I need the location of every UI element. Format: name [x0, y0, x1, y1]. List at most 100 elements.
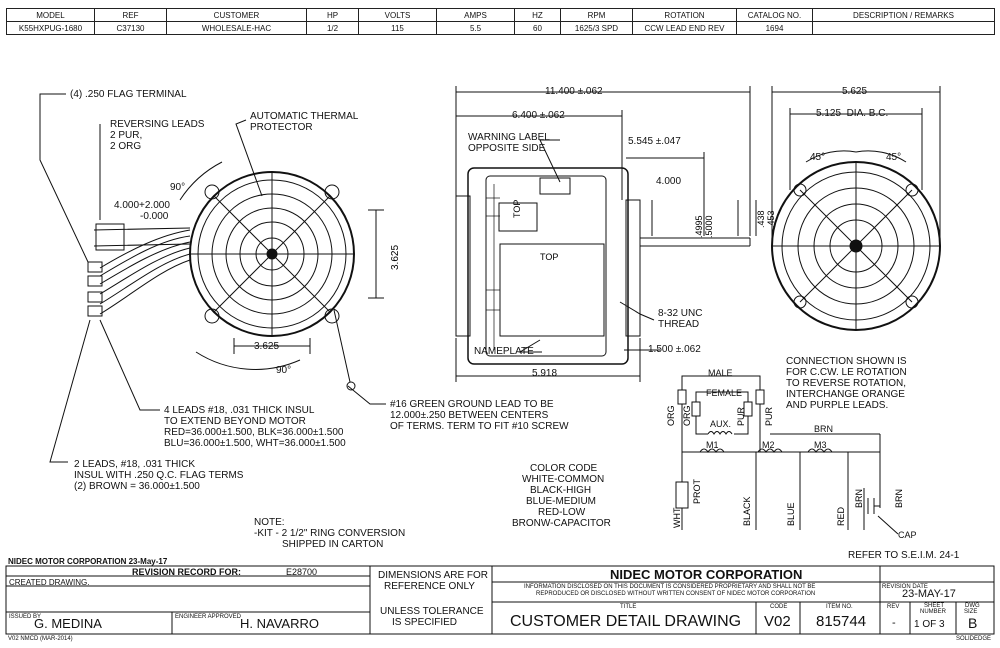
wire-m1: M1: [706, 440, 719, 450]
dim-5918: 5.918: [532, 368, 558, 379]
wire-org-1: ORG: [666, 405, 676, 426]
dims-reference-1: DIMENSIONS ARE FOR: [378, 570, 489, 581]
wiring-diagram: [675, 375, 899, 535]
created-drawing: CREATED DRAWING.: [9, 578, 90, 587]
top-label-2: TOP: [540, 252, 558, 262]
color-code-6: BRONW-CAPACITOR: [512, 518, 611, 529]
form-number: V02 NMCD (MAR-2014): [8, 636, 73, 642]
dim-11400: 11.400 ±.062: [545, 86, 603, 97]
note-ground-2: 12.000±.250 BETWEEN CENTERS: [390, 410, 549, 421]
wire-m2: M2: [762, 440, 775, 450]
wire-black: BLACK: [742, 496, 752, 526]
engineer-label: ENGINEER APPROVED: [175, 614, 242, 620]
top-label-1: TOP: [512, 200, 522, 218]
item-number: 815744: [816, 613, 867, 630]
dim-3625-vertical: 3.625: [390, 245, 401, 270]
note-two-leads-1: 2 LEADS, #18, .031 THICK: [74, 459, 195, 470]
wire-pur-1: PUR: [736, 406, 746, 426]
note-four-leads-3: RED=36.000±1.500, BLK=36.000±1.500: [164, 427, 344, 438]
corp-name: NIDEC MOTOR CORPORATION: [610, 567, 803, 582]
note-connection-3: TO REVERSE ROTATION,: [786, 378, 907, 389]
end-view-right: [771, 86, 941, 331]
note-connection-5: AND PURPLE LEADS.: [786, 400, 889, 411]
wire-aux: AUX.: [710, 419, 732, 429]
sheet-number: 1 OF 3: [914, 619, 945, 630]
dims-reference-2: REFERENCE ONLY: [384, 581, 475, 592]
wire-pur-2: PUR: [764, 406, 774, 426]
sheet-label-1: SHEET: [924, 603, 945, 609]
color-code-1: COLOR CODE: [530, 463, 598, 474]
note-warning-2: OPPOSITE SIDE: [468, 143, 546, 154]
header-value: WHOLESALE-HAC: [166, 21, 307, 35]
sheet-label-2: NUMBER: [920, 609, 947, 615]
shaft-dim-2: .5000: [704, 215, 714, 238]
note-four-leads-1: 4 LEADS #18, .031 THICK INSUL: [164, 405, 315, 416]
wire-brn-b: BRN: [894, 489, 904, 508]
wire-brn-a: BRN: [854, 489, 864, 508]
dim-4000-side: 4.000: [656, 176, 682, 187]
note-reversing-leads-2: 2 PUR,: [110, 130, 143, 141]
side-view: [455, 86, 757, 382]
color-code-5: RED-LOW: [538, 507, 586, 518]
header-value: C37130: [94, 21, 167, 35]
note-reversing-leads-3: 2 ORG: [110, 141, 142, 152]
dim-5625: 5.625: [842, 86, 868, 97]
item-label: ITEM NO.: [826, 604, 853, 610]
title-block-lines: [5, 565, 995, 635]
note-four-leads-2: TO EXTEND BEYOND MOTOR: [164, 416, 306, 427]
dim-1500: 1.500 ±.062: [648, 344, 701, 355]
header-value: [812, 21, 995, 35]
spec-header-table: MODEL REF CUSTOMER HP VOLTS AMPS HZ RPM …: [6, 8, 995, 35]
note-ground-3: OF TERMS. TERM TO FIT #10 SCREW: [390, 421, 569, 432]
code-label: CODE: [770, 604, 788, 610]
revision-number: E28700: [286, 567, 318, 577]
issued-by-label: ISSUED BY: [9, 614, 42, 620]
tolerance-2: IS SPECIFIED: [392, 617, 458, 628]
dwg-label-2: SIZE: [964, 609, 978, 615]
header-value: 1625/3 SPD: [560, 21, 633, 35]
wire-wht: WHT: [672, 507, 682, 528]
note-ground-1: #16 GREEN GROUND LEAD TO BE: [390, 399, 554, 410]
shaft-dim-1: .4995: [694, 215, 704, 238]
angle-45-right: 45°: [886, 152, 902, 163]
color-code-4: BLUE-MEDIUM: [526, 496, 597, 507]
header-labels-row: MODEL REF CUSTOMER HP VOLTS AMPS HZ RPM …: [6, 8, 995, 22]
angle-45-left: 45°: [810, 152, 826, 163]
dim-3625-horizontal: 3.625: [254, 341, 280, 352]
drawing-title: CUSTOMER DETAIL DRAWING: [510, 613, 742, 630]
wire-blue: BLUE: [786, 502, 796, 526]
engineer: H. NAVARRO: [240, 616, 319, 631]
dwg-size: B: [968, 615, 978, 631]
rev-label: REV: [887, 604, 900, 610]
wire-org-2: ORG: [682, 405, 692, 426]
color-code-2: WHITE-COMMON: [522, 474, 605, 485]
note-kit-1: NOTE:: [254, 517, 285, 528]
dim-4000-2: -0.000: [140, 211, 169, 222]
note-warning-1: WARNING LABEL: [468, 132, 550, 143]
note-four-leads-4: BLU=36.000±1.500, WHT=36.000±1.500: [164, 438, 346, 449]
note-refer: REFER TO S.E.I.M. 24-1: [848, 550, 960, 561]
note-two-leads-2: INSUL WITH .250 Q.C. FLAG TERMS: [74, 470, 244, 481]
note-thermal-1: AUTOMATIC THERMAL: [250, 111, 359, 122]
note-reversing-leads-1: REVERSING LEADS: [110, 119, 205, 130]
title-label: TITLE: [620, 604, 637, 610]
note-thread-2: THREAD: [658, 319, 700, 330]
rev: -: [892, 617, 896, 629]
note-kit-3: SHIPPED IN CARTON: [282, 539, 384, 550]
wire-prot: PROT: [692, 478, 702, 504]
rev-date-label: REVISION DATE: [882, 584, 928, 590]
wire-female: FEMALE: [706, 388, 743, 398]
solidedge-mark: SOLIDEDGE: [956, 636, 992, 642]
note-nameplate: NAMEPLATE: [474, 346, 534, 357]
wire-red: RED: [836, 506, 846, 526]
dim-6400: 6.400 ±.062: [512, 110, 565, 121]
header-values-row: K55HXPUG-1680 C37130 WHOLESALE-HAC 1/2 1…: [6, 21, 995, 35]
note-connection-4: INTERCHANGE ORANGE: [786, 389, 905, 400]
note-connection-2: FOR C.CW. LE ROTATION: [786, 367, 907, 378]
wire-m3: M3: [814, 440, 827, 450]
note-two-leads-3: (2) BROWN = 36.000±1.500: [74, 481, 200, 492]
angle-top: 90°: [170, 182, 186, 193]
issued-by: G. MEDINA: [34, 616, 102, 631]
